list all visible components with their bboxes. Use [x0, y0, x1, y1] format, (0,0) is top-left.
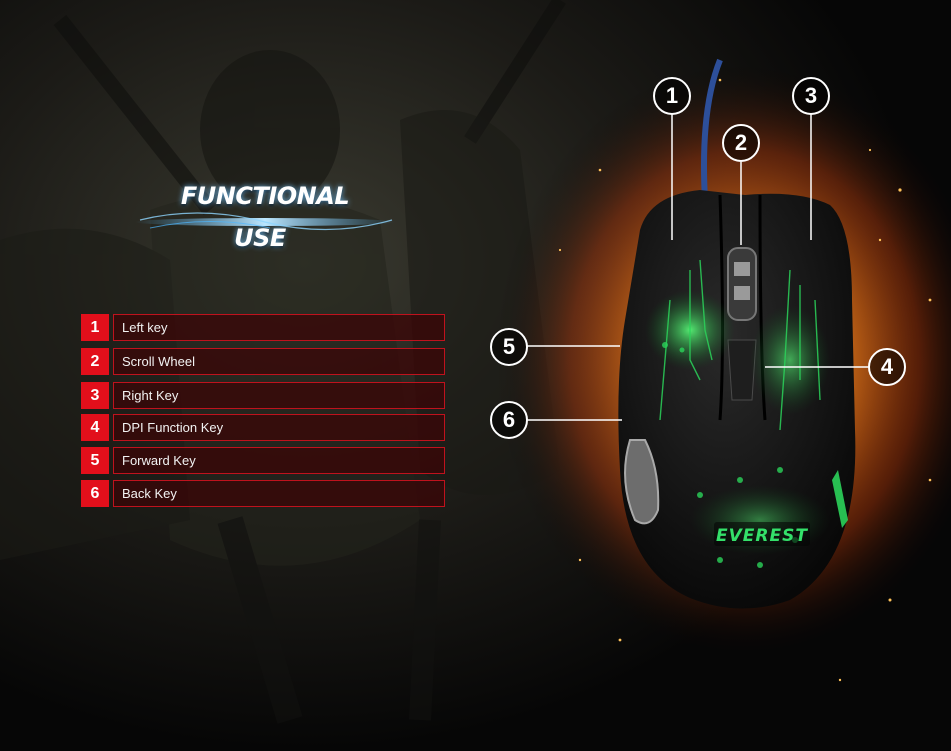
- legend-number: 5: [81, 447, 109, 474]
- callout-marker-2: 2: [722, 124, 760, 162]
- legend-number: 1: [81, 314, 109, 341]
- legend-label: Scroll Wheel: [113, 348, 445, 375]
- callout-marker-6: 6: [490, 401, 528, 439]
- gaming-mouse: EVEREST: [618, 58, 856, 609]
- legend-item: 4 DPI Function Key: [81, 414, 445, 442]
- legend-number: 4: [81, 414, 109, 441]
- callout-marker-1: 1: [653, 77, 691, 115]
- everest-logo: EVEREST: [716, 526, 808, 546]
- spark-particles: [558, 78, 932, 682]
- legend-label: Right Key: [113, 382, 445, 409]
- legend-item: 6 Back Key: [81, 480, 445, 508]
- legend-item: 3 Right Key: [81, 382, 445, 410]
- legend-number: 6: [81, 480, 109, 507]
- title-light-streak: [135, 212, 395, 231]
- legend-number: 3: [81, 382, 109, 409]
- callout-leader-lines: [527, 114, 870, 421]
- callout-marker-5: 5: [490, 328, 528, 366]
- legend-item: 1 Left key: [81, 314, 445, 342]
- legend-item: 5 Forward Key: [81, 447, 445, 475]
- legend-label: Forward Key: [113, 447, 445, 474]
- heading-line-2: USE: [234, 224, 286, 252]
- legend-item: 2 Scroll Wheel: [81, 348, 445, 376]
- legend-label: DPI Function Key: [113, 414, 445, 441]
- legend-label: Left key: [113, 314, 445, 341]
- legend-number: 2: [81, 348, 109, 375]
- callout-marker-3: 3: [792, 77, 830, 115]
- callout-marker-4: 4: [868, 348, 906, 386]
- section-heading: FUNCTIONAL USE: [130, 180, 400, 260]
- heading-line-1: FUNCTIONAL: [180, 182, 350, 210]
- legend-label: Back Key: [113, 480, 445, 507]
